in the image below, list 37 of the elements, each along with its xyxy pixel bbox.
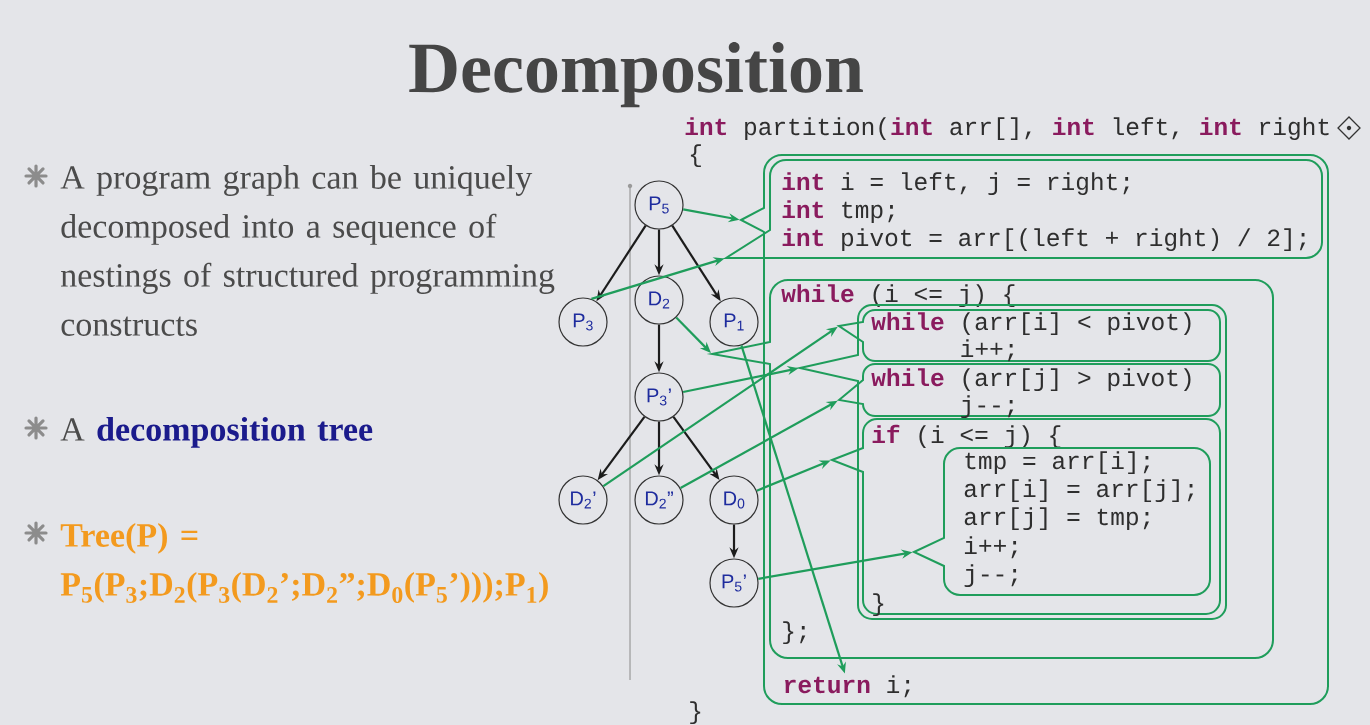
code-line: i++; <box>964 536 1017 559</box>
code-line: int i = left, j = right; <box>782 172 1129 196</box>
tree-node: P$_{3}$ <box>558 297 608 347</box>
code-line: return i; <box>785 675 910 698</box>
brace: } <box>690 701 701 725</box>
tree-node: P$_{3}$’ <box>634 372 684 422</box>
code-line: int partition(int arr[], int left, int right <box>685 117 1329 141</box>
code-line: while (arr[i] < pivot) <box>871 312 1191 336</box>
code-line: j--; <box>961 395 1014 419</box>
code-line: arr[i] = arr[j]; <box>964 479 1194 503</box>
bullet-text: A decomposition tree <box>60 417 373 448</box>
bullet-text: A program graph can be uniquely decomposed into a sequence of nestings of structured programming constructs <box>60 165 555 336</box>
tree-node: P$_{5}$’ <box>709 558 759 608</box>
code-block <box>831 418 1221 617</box>
tree-node: D$_{2}$” <box>634 475 684 525</box>
code-line: arr[j] = tmp; <box>964 507 1149 531</box>
code-block <box>913 447 1211 596</box>
brace: { <box>690 144 701 168</box>
code-line: while (arr[j] > pivot) <box>871 368 1191 392</box>
bullet-text: Tree(P) = P$_{5}$(P$_{3}$;D$_{2}$(P$_{3}$(D$_{2}$’;D$_{2}$”;D$_{0}$(P$_{5}$’)));P$_{1}$) <box>60 523 548 604</box>
tree-node: D$_{0}$ <box>709 475 759 525</box>
code-line: } <box>873 593 884 617</box>
code-block <box>838 309 1221 362</box>
tree-node: D$_{2}$ <box>634 275 684 325</box>
code-line: int pivot = arr[(left + right) / 2]; <box>782 228 1306 252</box>
code-line: i++; <box>961 339 1014 362</box>
arrow <box>675 316 711 353</box>
code-block <box>838 363 1221 419</box>
code-line: }; <box>783 621 806 645</box>
tree-node: P$_{5}$ <box>634 180 684 230</box>
code-line: tmp = arr[i]; <box>965 451 1149 475</box>
tree-node: P$_{1}$ <box>709 297 759 347</box>
code-line: int tmp; <box>782 200 894 224</box>
code-line: j--; <box>964 564 1017 588</box>
title: Decomposition <box>409 42 863 108</box>
tree-node: D$_{2}$’ <box>558 475 608 525</box>
code-block <box>725 159 1323 259</box>
